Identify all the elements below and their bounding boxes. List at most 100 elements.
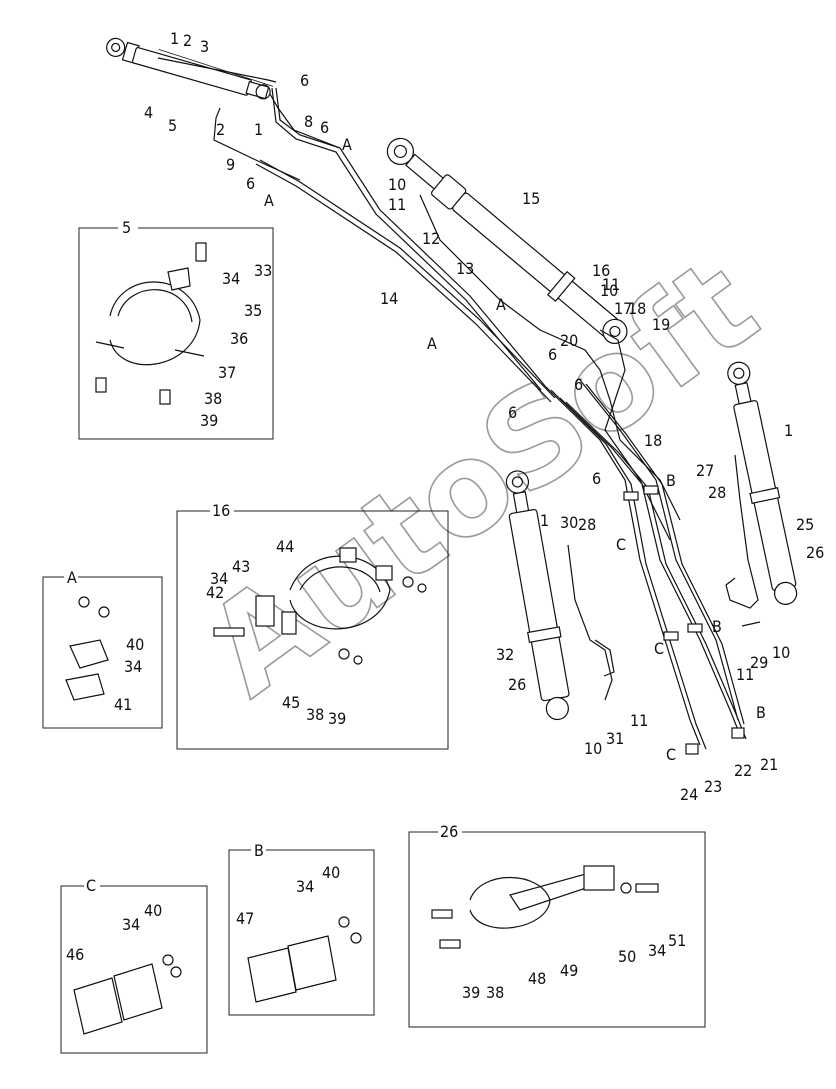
callout: 30 [560, 513, 578, 532]
callout: 44 [276, 537, 294, 556]
callout: 34 [296, 877, 314, 896]
callout: 24 [680, 785, 698, 804]
callout: 39 [462, 983, 480, 1002]
callout: 10 [600, 281, 618, 300]
callout: 10 [388, 175, 406, 194]
callout: 10 [584, 739, 602, 758]
callout: 12 [422, 229, 440, 248]
callout: 11 [388, 195, 406, 214]
callout: 39 [328, 709, 346, 728]
callout: 2 [183, 31, 192, 50]
box-title: 16 [212, 501, 230, 520]
callout: 33 [254, 261, 272, 280]
callout: 46 [66, 945, 84, 964]
callout: 50 [618, 947, 636, 966]
callout-labels: 1 2 3 4 5 2 1 6 8 6 A 9 6 A 10 11 12 15 … [144, 29, 824, 804]
callout: 6 [574, 375, 583, 394]
callout: A [264, 191, 274, 210]
callout: C [666, 745, 676, 764]
callout: 48 [528, 969, 546, 988]
callout: 16 [592, 261, 610, 280]
callout: A [427, 334, 437, 353]
callout: 6 [592, 469, 601, 488]
callout: 6 [548, 345, 557, 364]
callout: 34 [210, 569, 228, 588]
callout: B [712, 617, 722, 636]
callout: 47 [236, 909, 254, 928]
callout: 41 [114, 695, 132, 714]
detail-box-b: B 34 40 47 [228, 841, 375, 1016]
callout: 18 [644, 431, 662, 450]
detail-box-5: 5 33 34 35 36 37 38 39 [78, 218, 274, 440]
callout: 29 [750, 653, 768, 672]
callout: 1 [170, 29, 179, 48]
callout: 11 [630, 711, 648, 730]
detail-box-26: 26 39 38 48 49 50 34 51 [408, 822, 706, 1028]
callout: 23 [704, 777, 722, 796]
callout: 28 [578, 515, 596, 534]
callout: 40 [322, 863, 340, 882]
callout: 35 [244, 301, 262, 320]
callout: 45 [282, 693, 300, 712]
box-title: 26 [440, 822, 458, 841]
callout: 38 [204, 389, 222, 408]
callout: 20 [560, 331, 578, 350]
callout: 18 [628, 299, 646, 318]
mid-cylinder-assembly [386, 137, 681, 541]
callout: 39 [200, 411, 218, 430]
callout: 11 [602, 275, 620, 294]
callout: 43 [232, 557, 250, 576]
callout: 6 [246, 174, 255, 193]
detail-box-16: 16 44 42 34 43 45 38 39 [176, 501, 449, 750]
callout: 32 [496, 645, 514, 664]
callout: 31 [606, 729, 624, 748]
callout: 34 [122, 915, 140, 934]
callout: 9 [226, 155, 235, 174]
top-cylinder-assembly [106, 37, 341, 181]
callout: 17 [614, 299, 632, 318]
callout: C [654, 639, 664, 658]
watermark-text: AutoSoft [181, 231, 783, 726]
callout: 34 [648, 941, 666, 960]
callout: 1 [540, 511, 549, 530]
callout: 19 [652, 315, 670, 334]
callout: 5 [168, 116, 177, 135]
callout: 8 [304, 112, 313, 131]
callout: 49 [560, 961, 578, 980]
left-cylinder-assembly [505, 470, 615, 721]
callout: 15 [522, 189, 540, 208]
callout: 25 [796, 515, 814, 534]
callout: 40 [126, 635, 144, 654]
callout: 36 [230, 329, 248, 348]
callout: B [666, 471, 676, 490]
callout: 34 [222, 269, 240, 288]
callout: 4 [144, 103, 153, 122]
callout: 34 [124, 657, 142, 676]
callout: 3 [200, 37, 209, 56]
callout: 21 [760, 755, 778, 774]
callout: 2 [216, 120, 225, 139]
callout: 42 [206, 583, 224, 602]
hose-lines-lower [544, 379, 747, 755]
detail-box-a: A 40 34 41 [42, 568, 163, 729]
callout: 38 [306, 705, 324, 724]
callout: 14 [380, 289, 398, 308]
callout: 28 [708, 483, 726, 502]
callout: 11 [736, 665, 754, 684]
box-title: B [254, 841, 264, 860]
callout: 13 [456, 259, 474, 278]
callout: 38 [486, 983, 504, 1002]
callout: 22 [734, 761, 752, 780]
callout: A [496, 295, 506, 314]
callout: 37 [218, 363, 236, 382]
callout: 6 [508, 403, 517, 422]
callout: 40 [144, 901, 162, 920]
right-cylinder-assembly [725, 361, 798, 627]
box-title: 5 [122, 218, 131, 237]
callout: 6 [300, 71, 309, 90]
callout: A [342, 135, 352, 154]
callout: 51 [668, 931, 686, 950]
callout: 26 [508, 675, 526, 694]
callout: 1 [784, 421, 793, 440]
